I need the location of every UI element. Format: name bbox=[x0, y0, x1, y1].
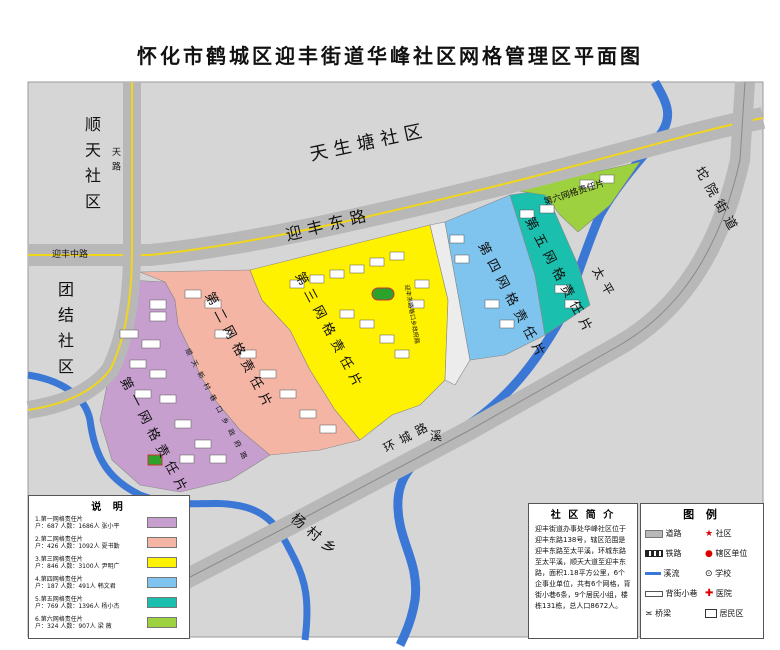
label-tian-vertical: 天路 bbox=[112, 148, 121, 172]
tuli-item: 居民区 bbox=[705, 608, 744, 619]
legend-row-stats: 户：846 人数：3100人 尹明广 bbox=[35, 563, 120, 570]
legend-row-name: 1.第一网格责任片 bbox=[35, 516, 83, 523]
legend-row: 3.第三网格责任片户：846 人数：3100人 尹明广 bbox=[35, 556, 120, 570]
yingfeng-road-line bbox=[28, 117, 764, 256]
explain-legend: 说 明 1.第一网格责任片户：687 人数：1686人 张小平 2.第二网格责任片… bbox=[28, 495, 190, 639]
unit-dot-icon: ● bbox=[705, 549, 713, 559]
map-title: 怀化市鹤城区迎丰街道华峰社区网格管理区平面图 bbox=[137, 44, 643, 68]
community-star-icon: ★ bbox=[705, 529, 714, 539]
legend-row-name: 6.第六网格责任片 bbox=[35, 616, 83, 623]
tuli-item: ≍ 桥梁 bbox=[645, 608, 671, 619]
tuli-label: 居民区 bbox=[717, 609, 744, 618]
legend-row-stats: 户：687 人数：1686人 张小平 bbox=[35, 523, 120, 530]
intro-box: 社 区 简 介 迎丰街道办事处华峰社区位于迎丰东路138号，辖区范围是迎丰东路至… bbox=[528, 503, 638, 639]
tuli-item: ★ 社区 bbox=[705, 528, 732, 539]
legend-row: 1.第一网格责任片户：687 人数：1686人 张小平 bbox=[35, 516, 120, 530]
shuntian-road-line bbox=[27, 82, 133, 411]
tuli-item: 背街小巷 bbox=[645, 588, 698, 599]
tuli-item: 铁路 bbox=[645, 548, 682, 559]
legend-row-stats: 户：324 人数：907人 梁 薇 bbox=[35, 623, 112, 630]
school-track bbox=[371, 287, 395, 301]
school-icon: ⊙ bbox=[705, 569, 713, 579]
sports-field bbox=[147, 454, 163, 466]
hospital-icon: ✚ bbox=[705, 588, 714, 599]
tuli-label: 医院 bbox=[713, 589, 732, 598]
legend-row-name: 4.第四网格责任片 bbox=[35, 576, 83, 583]
legend-row-name: 5.第五网格责任片 bbox=[35, 596, 83, 603]
legend-row: 5.第五网格责任片户：769 人数：1396人 杨小杰 bbox=[35, 596, 120, 610]
legend-swatch bbox=[147, 537, 177, 548]
legend-swatch bbox=[147, 557, 177, 568]
legend-swatch bbox=[147, 517, 177, 528]
road-icon bbox=[645, 529, 663, 538]
tuli-item: ✚ 医院 bbox=[705, 588, 732, 599]
legend-row-stats: 户：769 人数：1396人 杨小杰 bbox=[35, 603, 120, 610]
tuli-item: ● 辖区单位 bbox=[705, 548, 747, 559]
tuli-label: 桥梁 bbox=[652, 609, 672, 618]
label-xi: 溪 bbox=[430, 429, 442, 443]
legend-swatch bbox=[147, 597, 177, 608]
tuli-item: ⊙ 学校 bbox=[705, 568, 731, 579]
tuli-label: 道路 bbox=[663, 529, 682, 538]
huancheng-road-line bbox=[164, 81, 746, 591]
tuli-title: 图 例 bbox=[683, 508, 721, 521]
legend-swatch bbox=[147, 617, 177, 628]
intro-text: 迎丰街道办事处华峰社区位于迎丰东路138号，辖区范围是迎丰东路至太平溪，环城东路… bbox=[535, 525, 631, 610]
label-yingfeng-mid: 迎丰中路 bbox=[52, 248, 88, 260]
tuli-legend: 图 例 道路★ 社区 铁路● 辖区单位 溪流⊙ 学校 背街小巷✚ 医院≍ 桥梁 … bbox=[640, 503, 764, 639]
alley-icon bbox=[645, 589, 663, 598]
label-shuntian: 顺天社区 bbox=[85, 115, 101, 211]
river-branch-west bbox=[27, 371, 311, 641]
tuli-item: 溪流 bbox=[645, 568, 680, 579]
legend-row: 6.第六网格责任片户：324 人数：907人 梁 薇 bbox=[35, 616, 112, 630]
legend-row-stats: 户：187 人数：491人 韩文君 bbox=[35, 583, 116, 590]
bridge-icon: ≍ bbox=[645, 609, 653, 619]
tuli-label: 溪流 bbox=[661, 569, 680, 578]
railway-icon bbox=[645, 549, 663, 558]
legend-row-stats: 户：426 人数：1092人 夏书勤 bbox=[35, 543, 120, 550]
tuli-label: 学校 bbox=[712, 569, 732, 578]
tuli-label: 铁路 bbox=[663, 549, 682, 558]
label-tuanjie: 团结社区 bbox=[58, 280, 74, 376]
legend-row-name: 2.第二网格责任片 bbox=[35, 536, 83, 543]
explain-legend-title: 说 明 bbox=[91, 502, 127, 513]
legend-row: 4.第四网格责任片户：187 人数：491人 韩文君 bbox=[35, 576, 116, 590]
stream-icon bbox=[645, 569, 661, 578]
legend-swatch bbox=[147, 577, 177, 588]
tuli-label: 背街小巷 bbox=[663, 589, 698, 598]
legend-row-name: 3.第三网格责任片 bbox=[35, 556, 83, 563]
building-blocks bbox=[119, 174, 615, 464]
residential-icon bbox=[705, 609, 717, 618]
tuli-label: 社区 bbox=[713, 529, 732, 538]
intro-title: 社 区 简 介 bbox=[550, 510, 616, 521]
tuli-label: 辖区单位 bbox=[712, 549, 748, 558]
legend-row: 2.第二网格责任片户：426 人数：1092人 夏书勤 bbox=[35, 536, 120, 550]
tuli-item: 道路 bbox=[645, 528, 682, 539]
